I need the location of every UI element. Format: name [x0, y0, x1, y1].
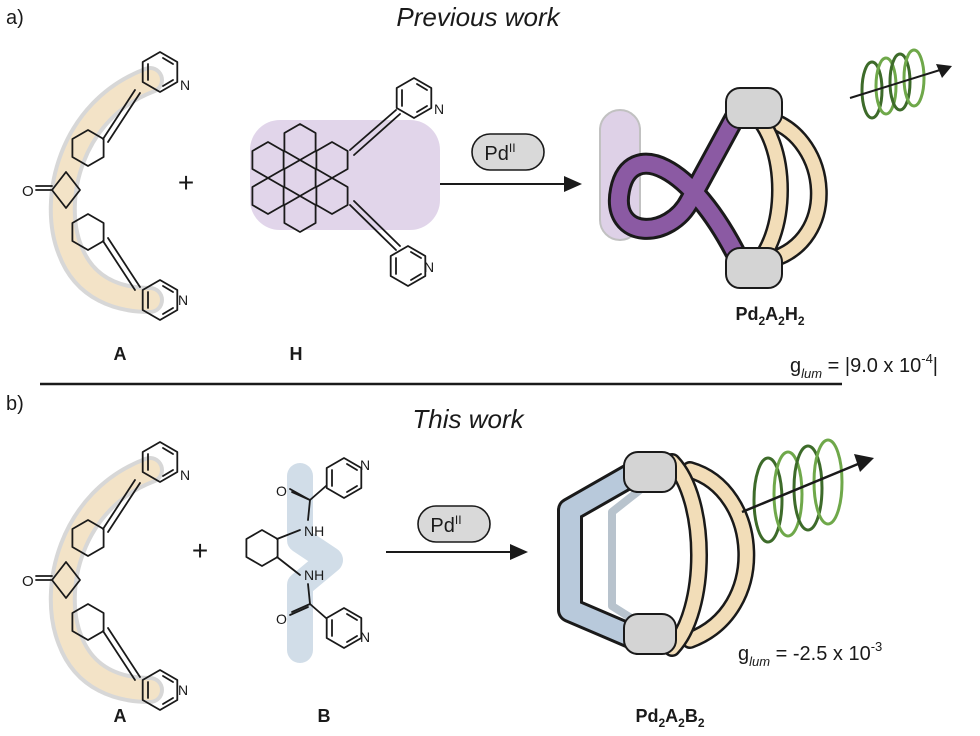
ligand-b-label: B — [318, 706, 331, 726]
atom-n: N — [360, 457, 370, 473]
atom-n: N — [180, 77, 190, 93]
plus-sign-b: + — [192, 535, 208, 566]
ligand-b-structure: NH NH O O N N — [245, 457, 370, 663]
atom-n: N — [180, 467, 190, 483]
panel-b-heading: This work — [412, 404, 525, 434]
atom-nh: NH — [304, 523, 324, 539]
glum-value-a: glum = |9.0 x 10-4| — [790, 351, 938, 381]
cpl-helix-icon-a — [849, 48, 952, 120]
atom-o: O — [276, 483, 287, 499]
reagent-pd-b: PdII — [430, 513, 461, 537]
ligand-a-label-bottom: A — [114, 706, 127, 726]
atom-o: O — [276, 611, 287, 627]
cpl-helix-icon-b — [741, 438, 874, 544]
ligand-a-structure-bottom: O N N — [22, 441, 190, 711]
atom-n: N — [424, 259, 434, 275]
product-label-pd2a2h2: Pd2A2H2 — [735, 304, 804, 328]
ligand-h-label: H — [290, 344, 303, 364]
atom-n: N — [434, 101, 444, 117]
cage-pd2a2b2 — [557, 451, 756, 657]
reaction-arrow-b: PdII — [386, 505, 528, 560]
plus-sign-a: + — [178, 167, 194, 198]
ligand-a-structure-top: O N N — [22, 51, 190, 321]
atom-n: N — [178, 682, 188, 698]
atom-n: N — [360, 629, 370, 645]
product-label-pd2a2b2: Pd2A2B2 — [635, 706, 704, 730]
atom-o: O — [22, 573, 34, 590]
panel-a-label: a) — [6, 7, 24, 29]
ligand-a-label-top: A — [114, 344, 127, 364]
reagent-pd-a: PdII — [484, 141, 515, 165]
panel-b-label: b) — [6, 393, 24, 415]
atom-o: O — [22, 183, 34, 200]
atom-nh: NH — [304, 567, 324, 583]
ligand-h-structure: N N — [250, 77, 444, 287]
atom-n: N — [178, 292, 188, 308]
panel-a-heading: Previous work — [396, 2, 561, 32]
cage-pd2a2h2 — [599, 87, 828, 289]
reaction-arrow-a: PdII — [440, 133, 582, 192]
glum-value-b: glum = -2.5 x 10-3 — [738, 639, 882, 669]
